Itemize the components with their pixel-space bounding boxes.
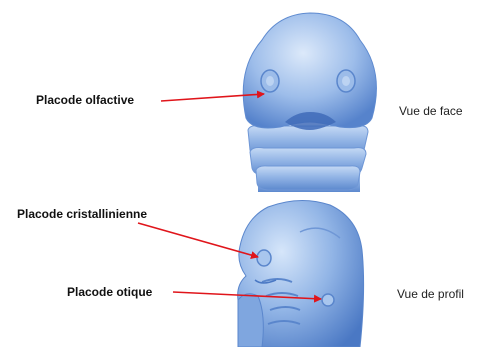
label-placode-cristallinienne: Placode cristallinienne (17, 207, 147, 221)
embryo-profile-view (238, 200, 364, 347)
label-placode-otique: Placode otique (67, 285, 152, 299)
arrow-cristallinienne (138, 223, 258, 257)
label-vue-de-profil: Vue de profil (397, 287, 464, 301)
label-vue-de-face: Vue de face (399, 104, 463, 118)
embryo-front-view (243, 13, 376, 192)
label-placode-olfactive: Placode olfactive (36, 93, 134, 107)
